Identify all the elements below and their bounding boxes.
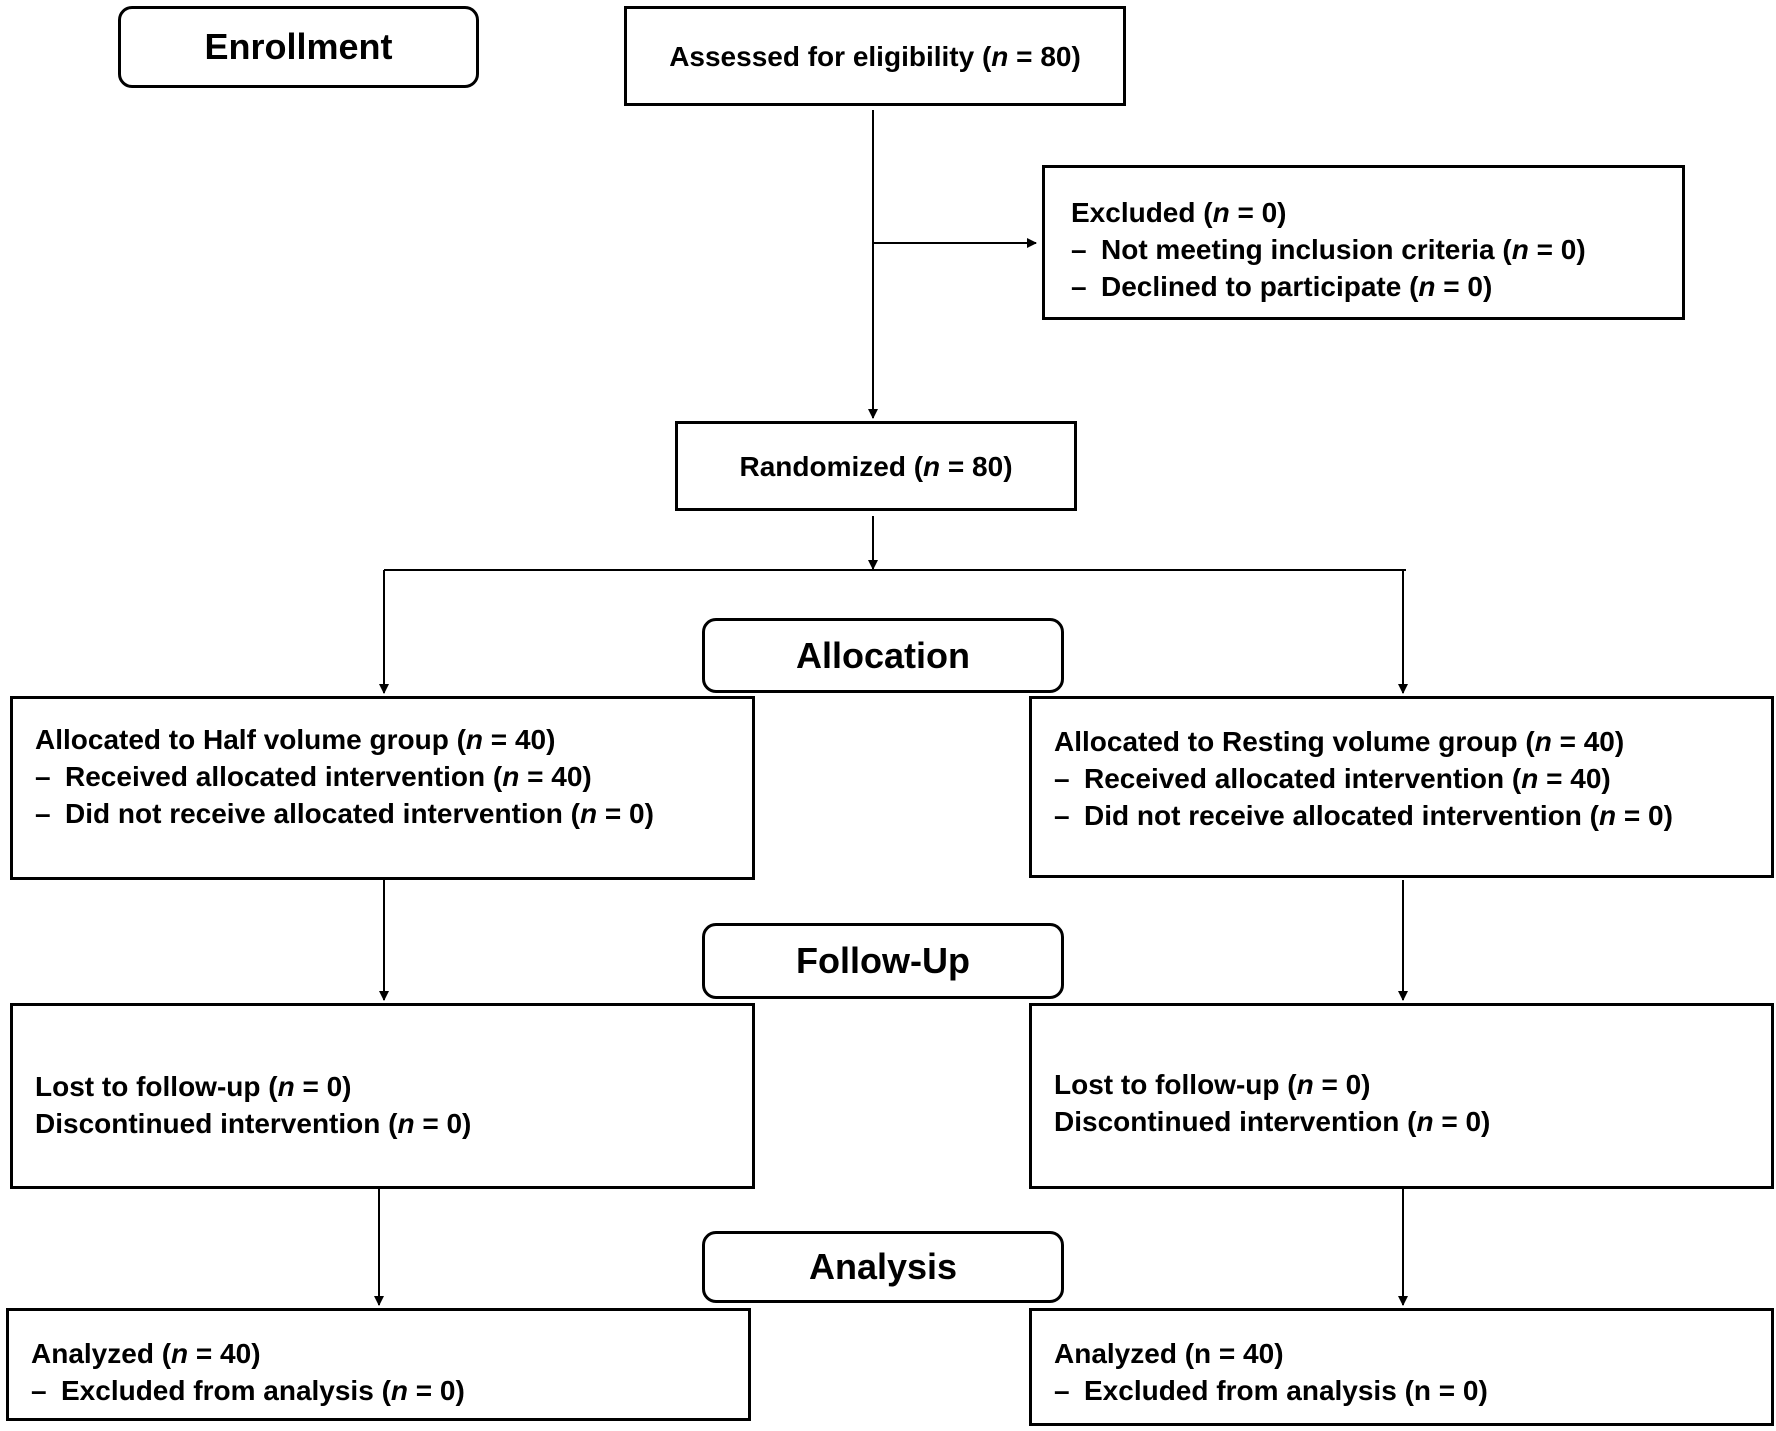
right-discontinued: Discontinued intervention (n = 0) xyxy=(1054,1106,1491,1137)
stage-allocation-label: Allocation xyxy=(795,634,970,676)
right-allocated-received: –Received allocated intervention (n = 40… xyxy=(1054,763,1611,794)
right-allocated-not-received: –Did not receive allocated intervention … xyxy=(1054,800,1673,831)
left-allocated-not-received: –Did not receive allocated intervention … xyxy=(35,798,654,829)
stage-enrollment-label: Enrollment xyxy=(204,26,393,67)
randomized-text: Randomized (n = 80) xyxy=(739,450,1013,482)
right-lost-to-follow-up: Lost to follow-up (n = 0) xyxy=(1054,1069,1371,1100)
left-follow-up-box: Lost to follow-up (n = 0) Discontinued i… xyxy=(10,1003,755,1189)
stage-analysis: Analysis xyxy=(702,1231,1064,1303)
excluded-box: Excluded (n = 0) –Not meeting inclusion … xyxy=(1042,165,1685,320)
right-allocated-box: Allocated to Resting volume group (n = 4… xyxy=(1029,696,1774,878)
stage-enrollment: Enrollment xyxy=(118,6,479,88)
stage-analysis-label: Analysis xyxy=(808,1246,958,1287)
stage-follow-up: Follow-Up xyxy=(702,923,1064,999)
left-allocated-box: Allocated to Half volume group (n = 40) … xyxy=(10,696,755,880)
randomized-box: Randomized (n = 80) xyxy=(675,421,1077,511)
left-allocated-title: Allocated to Half volume group (n = 40) xyxy=(35,724,556,755)
stage-allocation: Allocation xyxy=(702,618,1064,693)
excluded-item-declined: –Declined to participate (n = 0) xyxy=(1071,271,1493,302)
right-follow-up-box: Lost to follow-up (n = 0) Discontinued i… xyxy=(1029,1003,1774,1189)
right-analyzed: Analyzed (n = 40) xyxy=(1054,1338,1284,1369)
left-discontinued: Discontinued intervention (n = 0) xyxy=(35,1108,472,1139)
left-analysis-box: Analyzed (n = 40) –Excluded from analysi… xyxy=(6,1308,751,1421)
right-allocated-title: Allocated to Resting volume group (n = 4… xyxy=(1054,726,1625,757)
assessed-box: Assessed for eligibility (n = 80) xyxy=(624,6,1126,106)
right-analysis-box: Analyzed (n = 40) –Excluded from analysi… xyxy=(1029,1308,1774,1426)
left-excluded-from-analysis: –Excluded from analysis (n = 0) xyxy=(31,1375,465,1406)
right-excluded-from-analysis: –Excluded from analysis (n = 0) xyxy=(1054,1375,1488,1406)
assessed-text: Assessed for eligibility (n = 80) xyxy=(669,40,1081,72)
excluded-title: Excluded (n = 0) xyxy=(1071,197,1287,228)
excluded-item-not-meeting: –Not meeting inclusion criteria (n = 0) xyxy=(1071,234,1586,265)
stage-follow-up-label: Follow-Up xyxy=(796,940,970,981)
left-lost-to-follow-up: Lost to follow-up (n = 0) xyxy=(35,1071,352,1102)
left-analyzed: Analyzed (n = 40) xyxy=(31,1338,261,1369)
left-allocated-received: –Received allocated intervention (n = 40… xyxy=(35,761,592,792)
